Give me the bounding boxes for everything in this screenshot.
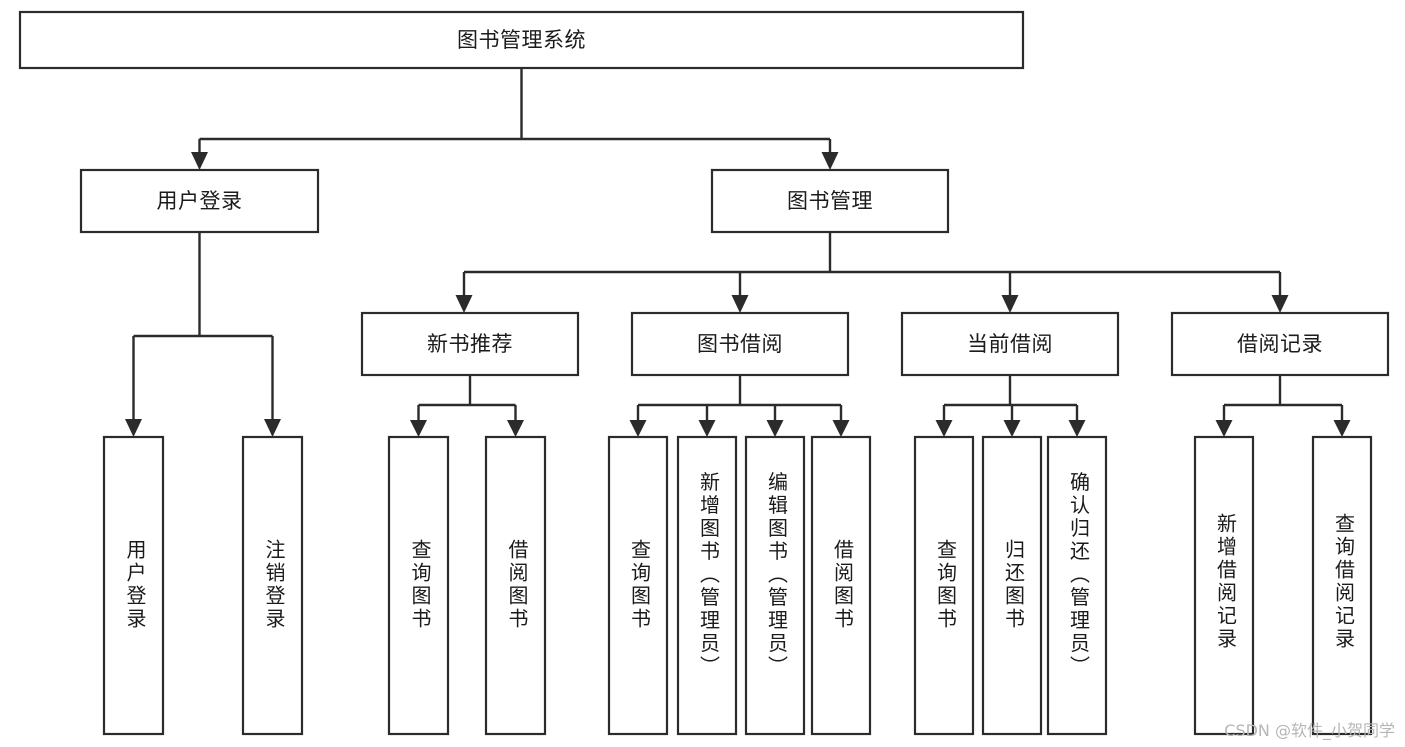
arrow-head-bb-add (698, 420, 716, 437)
arrow-head-bb-query (629, 420, 647, 437)
leaf-borrow-book-bb-rect[interactable] (810, 435, 872, 736)
node-user-login[interactable]: 用户登录 (79, 168, 320, 234)
leaf-borrow-book-nbr-label: 借阅图书 (505, 539, 529, 631)
leaf-return-book-label: 归还图书 (1002, 539, 1026, 631)
node-book-management-rect[interactable] (710, 168, 950, 234)
leaf-query-book-nbr[interactable]: 查询图书 (387, 435, 450, 736)
csdn-watermark: CSDN @软件_小贺同学 (1224, 721, 1395, 740)
leaf-query-book-nbr-rect[interactable] (387, 435, 450, 736)
leaf-logout[interactable]: 注销登录 (241, 435, 304, 736)
leaf-logout-label: 注销登录 (262, 539, 286, 631)
arrow-head-cb-return (1003, 420, 1021, 437)
node-book-borrow-label: 图书借阅 (697, 332, 783, 356)
leaf-add-book-admin-rect[interactable] (676, 435, 738, 736)
arrow-head-cb-query (935, 420, 953, 437)
node-new-book-recommend-rect[interactable] (360, 311, 580, 377)
arrow-head-nbr-query (410, 420, 427, 437)
arrow-head-current-borrow (1001, 295, 1019, 313)
node-user-login-label: 用户登录 (157, 189, 243, 213)
leaf-query-book-nbr-label: 查询图书 (408, 539, 432, 631)
connector-group-borrow-record-children (1215, 375, 1351, 437)
leaf-query-borrow-record-label: 查询借阅记录 (1332, 513, 1356, 651)
connector-group-new-book-recommend-children (410, 375, 524, 437)
arrow-head-leaf-user-login (125, 419, 142, 437)
arrow-head-book-borrow (731, 295, 749, 313)
arrow-head-leaf-logout (264, 419, 281, 437)
leaf-borrow-book-nbr-rect[interactable] (484, 435, 547, 736)
leaf-borrow-book-bb[interactable]: 借阅图书 (810, 435, 872, 736)
leaf-confirm-return-admin-rect[interactable] (1046, 435, 1108, 736)
node-book-borrow[interactable]: 图书借阅 (630, 311, 850, 377)
arrow-head-br-query (1333, 420, 1351, 437)
node-book-management-label: 图书管理 (787, 189, 873, 213)
leaf-user-login-rect[interactable] (102, 435, 165, 736)
leaf-query-book-cb[interactable]: 查询图书 (913, 435, 975, 736)
connector-group-book-borrow-children (629, 375, 850, 437)
leaf-logout-rect[interactable] (241, 435, 304, 736)
leaf-add-book-admin[interactable]: 新增图书（管理员） (676, 435, 738, 736)
leaf-edit-book-admin[interactable]: 编辑图书（管理员） (744, 435, 806, 736)
leaf-query-book-bb-label: 查询图书 (628, 539, 652, 631)
leaf-add-book-admin-label: 新增图书（管理员） (697, 471, 721, 678)
leaf-query-book-bb-rect[interactable] (607, 435, 669, 736)
leaf-return-book-rect[interactable] (981, 435, 1043, 736)
arrow-head-br-add (1215, 420, 1233, 437)
arrow-head-user-login (191, 152, 208, 170)
node-current-borrow-label: 当前借阅 (967, 332, 1053, 356)
leaf-edit-book-admin-rect[interactable] (744, 435, 806, 736)
leaf-query-book-cb-rect[interactable] (913, 435, 975, 736)
node-borrow-record-label: 借阅记录 (1237, 332, 1323, 356)
node-user-login-rect[interactable] (79, 168, 320, 234)
arrow-head-cb-confirm (1068, 420, 1086, 437)
node-current-borrow[interactable]: 当前借阅 (900, 311, 1120, 377)
node-root-rect[interactable] (18, 10, 1025, 70)
leaf-borrow-book-nbr[interactable]: 借阅图书 (484, 435, 547, 736)
node-root[interactable]: 图书管理系统 (18, 10, 1025, 70)
connector-group-user-login-children (125, 232, 281, 437)
leaf-add-borrow-record[interactable]: 新增借阅记录 (1193, 435, 1255, 736)
arrow-head-borrow-record (1271, 295, 1289, 313)
node-book-borrow-rect[interactable] (630, 311, 850, 377)
node-new-book-recommend[interactable]: 新书推荐 (360, 311, 580, 377)
leaf-add-borrow-record-label: 新增借阅记录 (1214, 513, 1238, 651)
connector-group-root-to-level2 (191, 68, 839, 170)
leaf-confirm-return-admin-label: 确认归还（管理员） (1067, 471, 1091, 678)
node-new-book-recommend-label: 新书推荐 (427, 332, 513, 356)
connector-group-current-borrow-children (935, 375, 1086, 437)
leaf-query-borrow-record-rect[interactable] (1311, 435, 1373, 736)
node-current-borrow-rect[interactable] (900, 311, 1120, 377)
arrow-head-book-management (821, 152, 839, 170)
leaf-return-book[interactable]: 归还图书 (981, 435, 1043, 736)
node-book-management[interactable]: 图书管理 (710, 168, 950, 234)
leaf-query-book-cb-label: 查询图书 (934, 539, 958, 631)
connector-group-book-management-children (455, 232, 1289, 313)
leaf-user-login-label: 用户登录 (123, 539, 147, 631)
arrow-head-nbr-borrow (507, 420, 524, 437)
leaf-confirm-return-admin[interactable]: 确认归还（管理员） (1046, 435, 1108, 736)
leaf-query-borrow-record[interactable]: 查询借阅记录 (1311, 435, 1373, 736)
leaf-user-login[interactable]: 用户登录 (102, 435, 165, 736)
arrow-head-new-book-recommend (455, 295, 473, 313)
leaf-borrow-book-bb-label: 借阅图书 (831, 539, 855, 631)
node-root-label: 图书管理系统 (457, 28, 586, 52)
arrow-head-bb-borrow (832, 420, 850, 437)
arrow-head-bb-edit (766, 420, 784, 437)
node-borrow-record[interactable]: 借阅记录 (1170, 311, 1390, 377)
node-borrow-record-rect[interactable] (1170, 311, 1390, 377)
leaf-add-borrow-record-rect[interactable] (1193, 435, 1255, 736)
leaf-edit-book-admin-label: 编辑图书（管理员） (765, 471, 789, 678)
leaf-query-book-bb[interactable]: 查询图书 (607, 435, 669, 736)
